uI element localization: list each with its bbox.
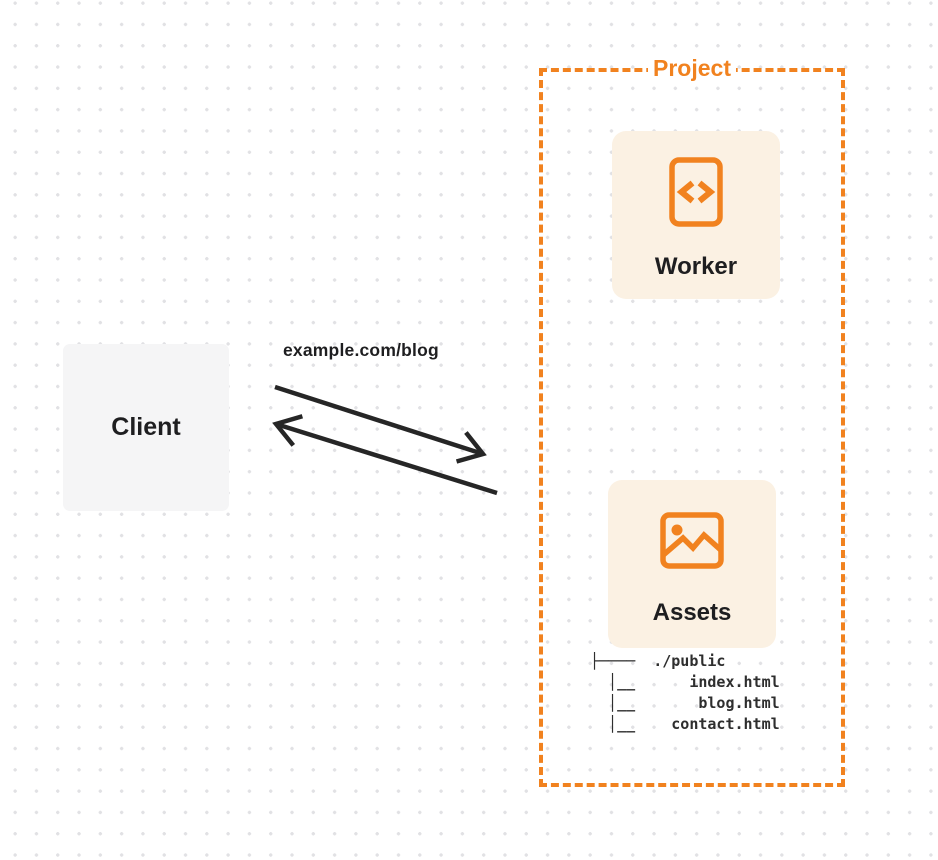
client-label: Client [111, 413, 181, 441]
assets-file-tree: ├──── ./public │__ index.html │__ blog.h… [590, 651, 780, 735]
project-label: Project [648, 55, 736, 82]
tree-line-index: │__ index.html [590, 673, 780, 691]
request-arrow [274, 384, 487, 464]
response-arrow [272, 414, 498, 496]
client-node: Client [63, 344, 229, 511]
assets-label: Assets [652, 599, 732, 626]
assets-node: Assets [608, 480, 776, 648]
tree-line-blog: │__ blog.html [590, 694, 780, 712]
worker-node: Worker [612, 131, 780, 299]
request-url-label: example.com/blog [283, 340, 439, 360]
worker-label: Worker [654, 253, 738, 280]
image-icon [660, 512, 724, 569]
code-file-icon [669, 157, 723, 227]
tree-line-contact: │__ contact.html [590, 715, 780, 733]
tree-line-public: ├──── ./public [590, 652, 726, 670]
project-boundary: Project Worker [539, 55, 845, 787]
